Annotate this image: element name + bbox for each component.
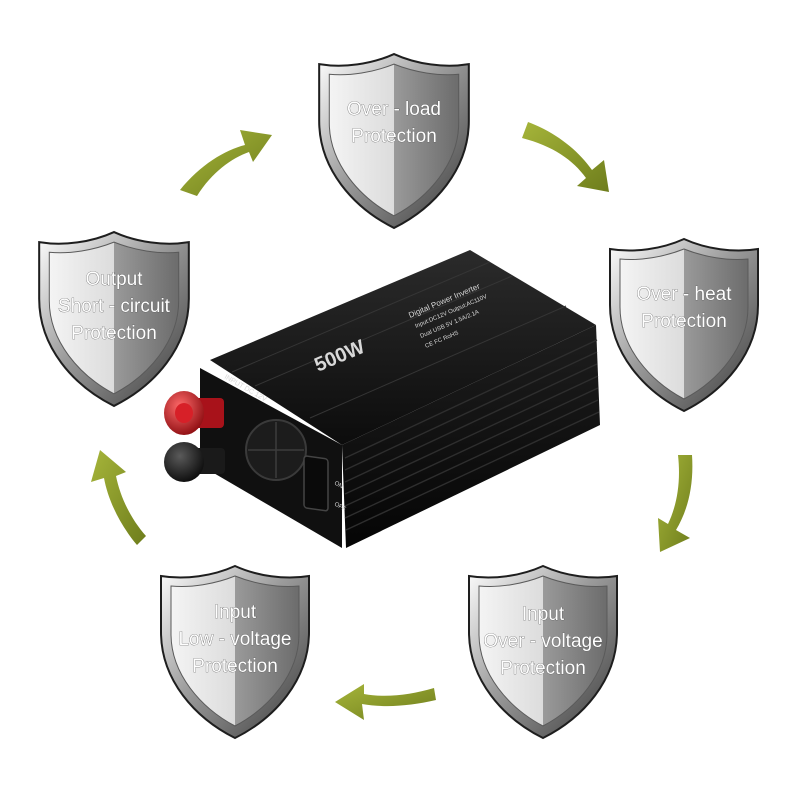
shield-icon	[468, 565, 618, 739]
shield-label-line: Input	[522, 604, 565, 625]
shield-label-line: Over - heat	[636, 284, 732, 305]
switch-on-label: ON	[333, 481, 344, 491]
shield-icon	[38, 231, 190, 407]
arrow-icon-top-right	[522, 122, 609, 192]
shield-icon	[160, 565, 310, 739]
terminal-positive	[164, 391, 224, 435]
shield-label-line: Protection	[500, 658, 586, 679]
shield-label-line: Input	[214, 602, 257, 623]
cycle-arrows	[91, 122, 693, 720]
arrow-icon-right	[658, 455, 693, 552]
shield-label-line: Over - load	[347, 99, 441, 120]
arrow-icon-bottom	[335, 684, 436, 720]
power-switch	[303, 455, 329, 512]
terminal-negative	[164, 442, 225, 482]
shield-label-line: Protection	[641, 311, 727, 332]
shield-label-line: Protection	[71, 323, 157, 344]
inverter-fins	[344, 339, 600, 531]
shield-label-line: Protection	[192, 656, 278, 677]
inverter-top-face	[210, 250, 596, 445]
shield-label-line: Short - circuit	[58, 296, 171, 317]
power-inverter: 500W Digital Power Inverter Input:DC12V …	[164, 250, 600, 548]
arrow-icon-left	[91, 450, 146, 545]
shield-label-line: Over - voltage	[483, 631, 602, 652]
arrow-icon-top-left	[180, 130, 272, 196]
shield-label-line: Low - voltage	[178, 629, 291, 650]
shield-label-line: Protection	[351, 126, 437, 147]
switch-off-label: OFF	[333, 502, 347, 513]
shield-label-line: Output	[85, 269, 143, 290]
